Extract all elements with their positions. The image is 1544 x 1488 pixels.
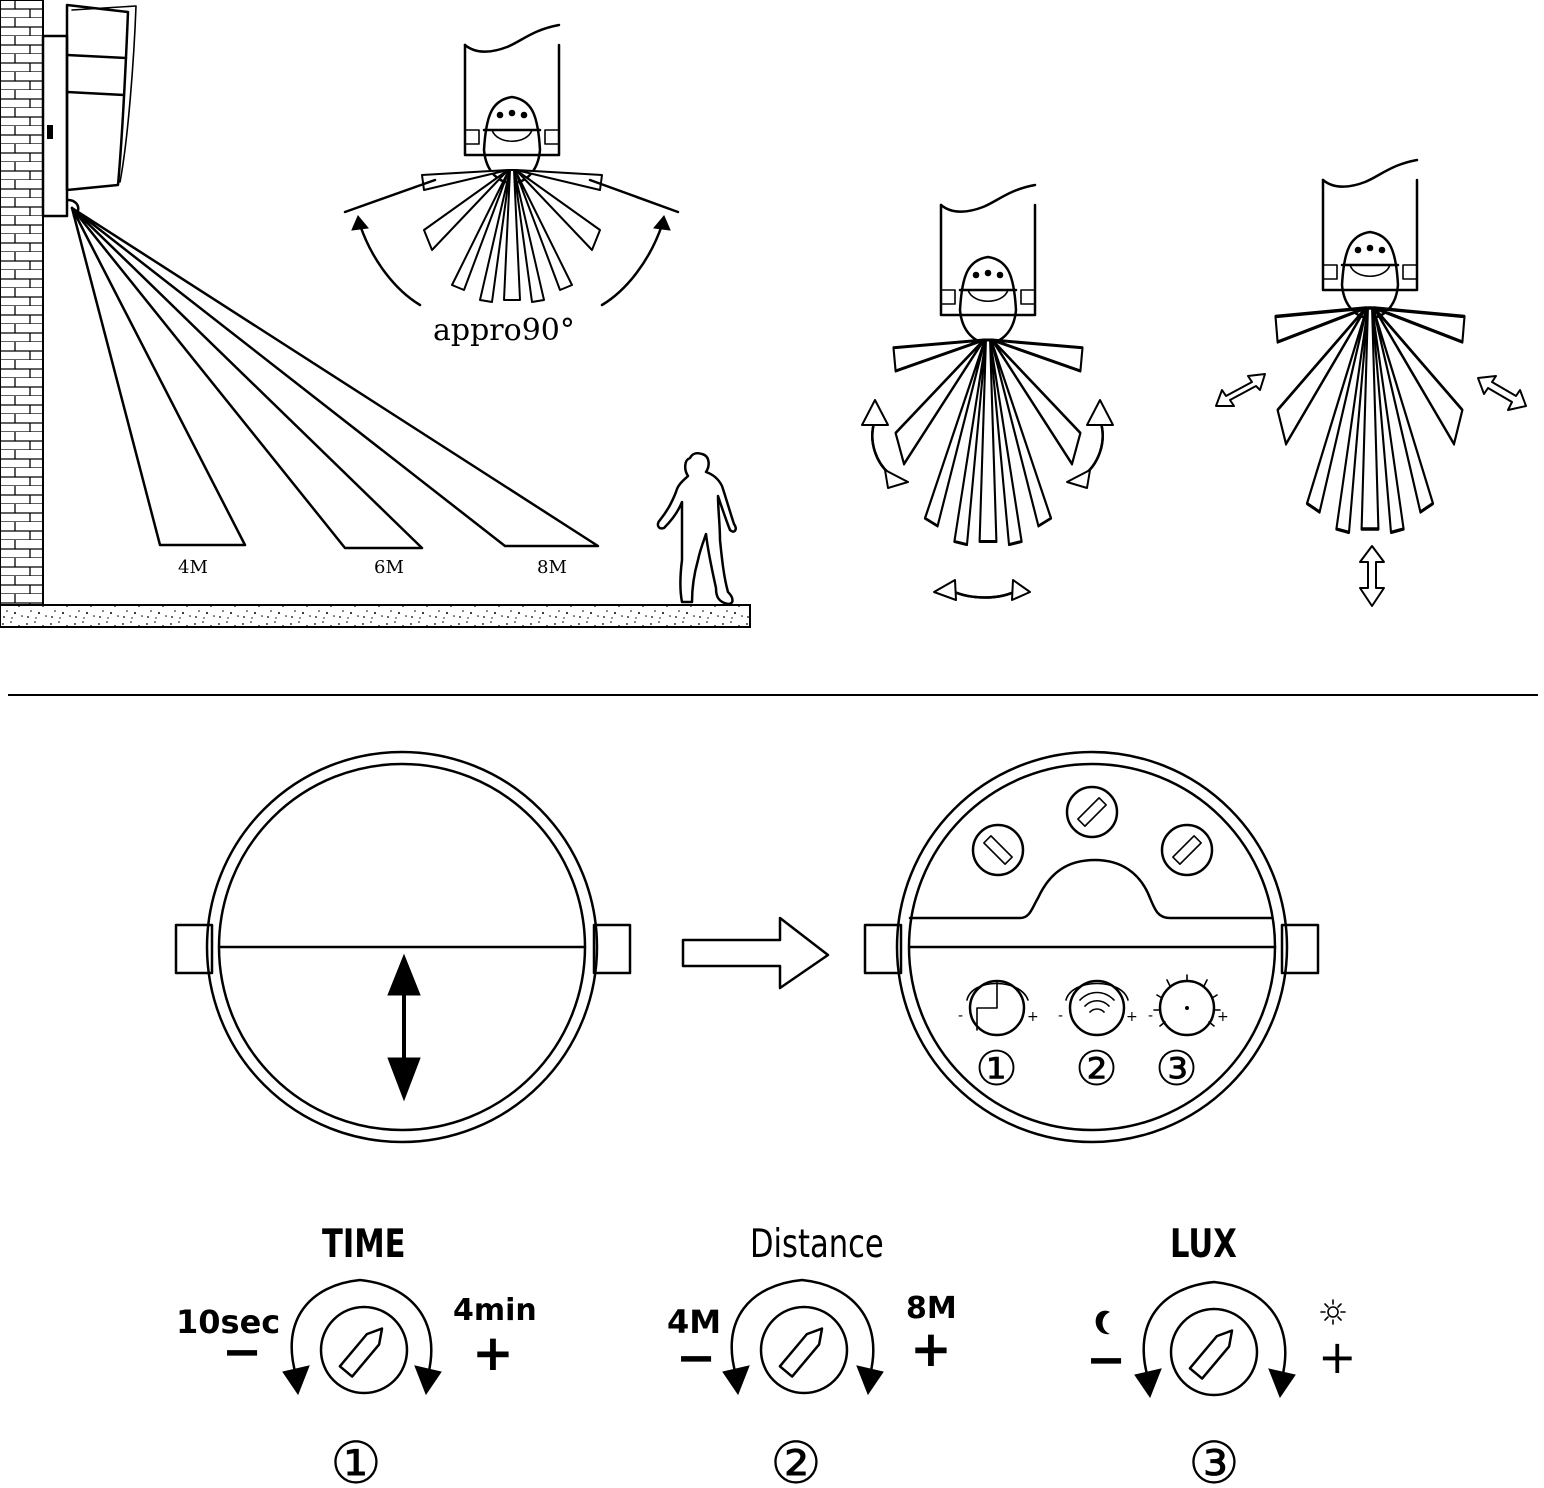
curved-arrow-left-icon: [861, 399, 909, 489]
curved-arrow-bottom-icon: [933, 579, 1031, 601]
distance-max-label: 8M: [906, 1291, 957, 1326]
mini-dial-distance[interactable]: - +: [1058, 979, 1138, 1037]
tilt-adjust-illustration: [861, 183, 1114, 601]
sun-icon: [1320, 1299, 1346, 1325]
dial-number-2: ②: [1075, 1041, 1118, 1097]
svg-text:+: +: [1126, 1009, 1138, 1025]
sensor-cover-closed: [174, 750, 632, 1144]
lamp-fixture: [41, 3, 137, 218]
lux-title: LUX: [1170, 1221, 1237, 1267]
lux-number: ③: [1188, 1429, 1240, 1488]
svg-text:-: -: [1148, 1008, 1153, 1024]
time-control[interactable]: TIME 10sec 4min − + ①: [176, 1221, 537, 1488]
svg-text:+: +: [1027, 1009, 1039, 1025]
sun-icon: [1153, 974, 1221, 1027]
double-arrow-left-icon: [1215, 373, 1266, 407]
angle-label: appro90°: [433, 313, 575, 348]
lux-min-sign: −: [1086, 1332, 1126, 1388]
lux-dial-icon[interactable]: [1134, 1280, 1296, 1399]
sensor-cover-open: - + - + - + ① ② ③: [863, 750, 1320, 1144]
double-arrow-vertical-icon: [1359, 545, 1385, 607]
range-label-8m: 8M: [537, 557, 567, 578]
distance-max-sign: +: [910, 1320, 952, 1378]
lux-control[interactable]: LUX − + ③: [1086, 1221, 1357, 1488]
time-title: TIME: [322, 1221, 406, 1267]
screw-left-icon: [971, 823, 1025, 877]
svg-text:-: -: [1058, 1008, 1063, 1024]
ground: [0, 604, 751, 628]
slide-arrow-icon: [387, 953, 421, 1102]
curved-arrow-right-icon: [1066, 399, 1114, 489]
mini-dial-lux[interactable]: - +: [1148, 974, 1229, 1037]
side-detection-beams: [70, 206, 600, 550]
distance-control[interactable]: Distance 4M 8M − + ②: [667, 1221, 957, 1488]
time-min-sign: −: [222, 1324, 262, 1380]
range-label-4m: 4M: [178, 557, 208, 578]
screw-top-icon: [1065, 785, 1119, 839]
dial-number-3: ③: [1155, 1041, 1198, 1097]
brick-wall: [0, 0, 44, 606]
dial-number-1: ①: [975, 1041, 1018, 1097]
distance-number: ②: [770, 1429, 822, 1488]
distance-min-sign: −: [676, 1330, 716, 1386]
range-label-6m: 6M: [374, 557, 404, 578]
time-dial-icon[interactable]: [282, 1278, 442, 1396]
time-max-label: 4min: [453, 1293, 537, 1328]
svg-text:-: -: [958, 1008, 963, 1024]
side-view-illustration: 4M 6M 8M: [0, 0, 751, 628]
right-arrow-icon: [681, 916, 830, 990]
rotate-adjust-illustration: [1215, 158, 1527, 607]
time-min-label: 10sec: [176, 1303, 280, 1341]
screw-right-icon: [1160, 823, 1214, 877]
distance-title: Distance: [750, 1221, 884, 1267]
time-number: ①: [330, 1429, 382, 1488]
double-arrow-right-icon: [1477, 375, 1527, 411]
wifi-icon: [1079, 991, 1115, 1013]
lux-max-sign: +: [1318, 1330, 1357, 1384]
angle-view-illustration: appro90°: [343, 23, 680, 348]
time-max-sign: +: [472, 1324, 514, 1382]
distance-min-label: 4M: [667, 1303, 721, 1341]
distance-dial-icon[interactable]: [722, 1278, 884, 1396]
person-figure: [656, 451, 737, 606]
mini-dial-time[interactable]: - +: [958, 979, 1039, 1037]
svg-text:+: +: [1217, 1009, 1229, 1025]
moon-icon: [1095, 1310, 1110, 1335]
